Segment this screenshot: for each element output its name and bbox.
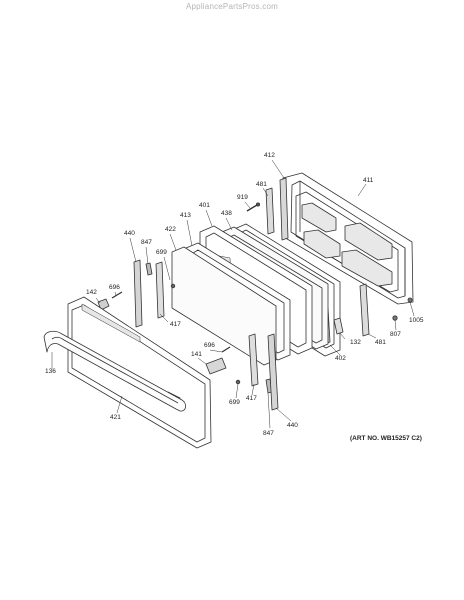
part-1005-fastener: [407, 297, 413, 303]
part-141-bracket: [205, 357, 227, 375]
label-440-lower: 440: [287, 422, 298, 429]
part-412-hinge-strip: [279, 177, 289, 241]
part-411-outer-frame: [281, 172, 414, 305]
part-421-outer-door: [67, 296, 212, 449]
label-417-left: 417: [170, 321, 181, 328]
part-440-side-trim-left: [133, 259, 143, 328]
label-919: 919: [237, 194, 248, 201]
part-481-bracket-top: [265, 187, 275, 235]
label-132: 132: [350, 339, 361, 346]
label-142: 142: [86, 289, 97, 296]
art-number: (ART NO. WB15257 C2): [350, 435, 422, 442]
label-411: 411: [363, 177, 374, 184]
part-847-clip-left: [145, 262, 153, 276]
leader-lines: [51, 159, 415, 429]
label-440-top: 440: [124, 230, 135, 237]
label-481-top: 481: [256, 181, 267, 188]
part-919-screw: [246, 202, 260, 212]
label-696-lower: 696: [204, 342, 215, 349]
part-136-handle: [43, 330, 186, 412]
label-696-left: 696: [109, 284, 120, 291]
part-699-screw-lower: [235, 379, 241, 385]
part-440-side-trim-right: [267, 333, 279, 411]
label-847-top: 847: [141, 239, 152, 246]
part-132-pad: [333, 317, 344, 335]
label-422: 422: [165, 226, 176, 233]
label-807: 807: [390, 331, 401, 338]
part-481-bracket-right: [359, 283, 370, 337]
part-417-bracket-left: [155, 261, 165, 319]
label-847-lower: 847: [263, 430, 274, 437]
label-438: 438: [221, 210, 232, 217]
part-699-screw-upper: [170, 283, 176, 289]
label-699-top: 699: [156, 249, 167, 256]
label-413: 413: [180, 212, 191, 219]
part-417-bracket-lower: [248, 333, 259, 387]
label-141: 141: [191, 351, 202, 358]
label-699-lower: 699: [229, 399, 240, 406]
label-1005: 1005: [409, 317, 424, 324]
label-481-right: 481: [375, 339, 386, 346]
label-417-lower: 417: [246, 395, 257, 402]
part-696-screw-lower: [221, 346, 231, 353]
label-136: 136: [45, 368, 56, 375]
label-412: 412: [264, 152, 275, 159]
part-807-spacer: [392, 315, 398, 321]
label-401: 401: [199, 202, 210, 209]
part-696-screw-left: [111, 291, 123, 299]
label-402: 402: [335, 355, 346, 362]
watermark: AppliancePartsPros.com: [186, 2, 278, 11]
label-421: 421: [110, 414, 121, 421]
